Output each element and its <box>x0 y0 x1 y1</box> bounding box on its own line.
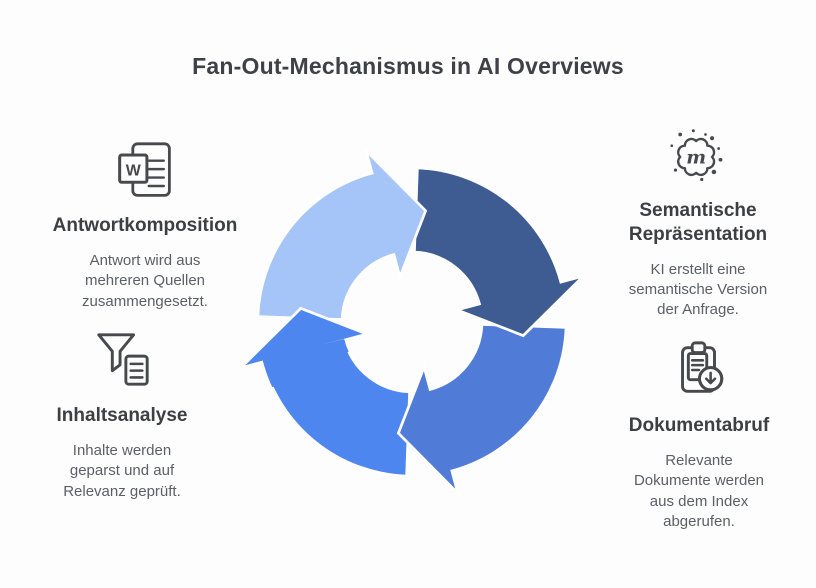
section-heading: Dokumentabruf <box>628 415 770 436</box>
cycle-diagram <box>222 132 602 512</box>
clipboard-download-icon <box>590 339 808 401</box>
section-heading: Inhaltsanalyse <box>56 405 188 426</box>
section-semantische-repraesentation: m Semantische Repräsentation KI erstellt… <box>592 124 804 321</box>
funnel-document-icon <box>22 329 222 391</box>
cycle-segment-top-right <box>413 166 588 338</box>
semantic-letter: m <box>686 147 706 169</box>
section-body: Relevante Dokumente werden aus dem Index… <box>633 451 765 530</box>
word-letter: W <box>126 163 142 180</box>
section-heading: Antwortkomposition <box>52 215 238 236</box>
section-antwortkomposition: W Antwortkomposition Antwort wird aus me… <box>35 139 255 312</box>
cycle-segment-bottom-right <box>396 323 568 498</box>
cycle-segment-bottom-left-head-patch <box>262 338 349 388</box>
cycle-arrows <box>236 146 588 498</box>
page-title: Fan-Out-Mechanismus in AI Overviews <box>192 53 624 79</box>
cycle-segment-top-left <box>256 146 428 321</box>
section-dokumentabruf: Dokumentabruf Relevante Dokumente werden… <box>590 339 808 532</box>
word-document-icon: W <box>35 139 255 201</box>
section-inhaltsanalyse: Inhaltsanalyse Inhalte werden geparst un… <box>22 329 222 502</box>
section-heading: Semantische Repräsentation <box>628 200 768 245</box>
section-body: Inhalte werden geparst und auf Relevanz … <box>63 441 181 500</box>
semantic-blob-icon: m <box>592 124 804 186</box>
section-body: Antwort wird aus mehreren Quellen zusamm… <box>82 251 208 310</box>
section-body: KI erstellt eine semantische Version der… <box>628 260 768 319</box>
